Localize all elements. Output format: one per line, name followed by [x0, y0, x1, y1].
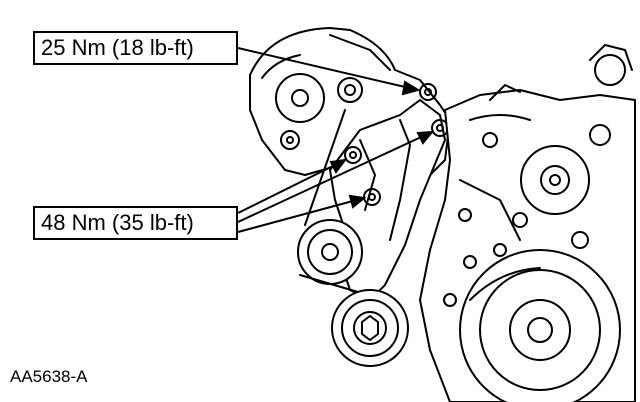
idler-pulley — [297, 219, 363, 285]
tensioner-pulley — [331, 289, 409, 367]
leader-lines — [237, 47, 435, 233]
torque-callout-bottom: 48 Nm (35 lb-ft) — [33, 206, 238, 240]
drive-belt — [299, 109, 359, 293]
crankshaft-pulley — [459, 249, 621, 402]
figure-id: AA5638-A — [10, 367, 88, 386]
torque-callout-top: 25 Nm (18 lb-ft) — [33, 31, 238, 65]
